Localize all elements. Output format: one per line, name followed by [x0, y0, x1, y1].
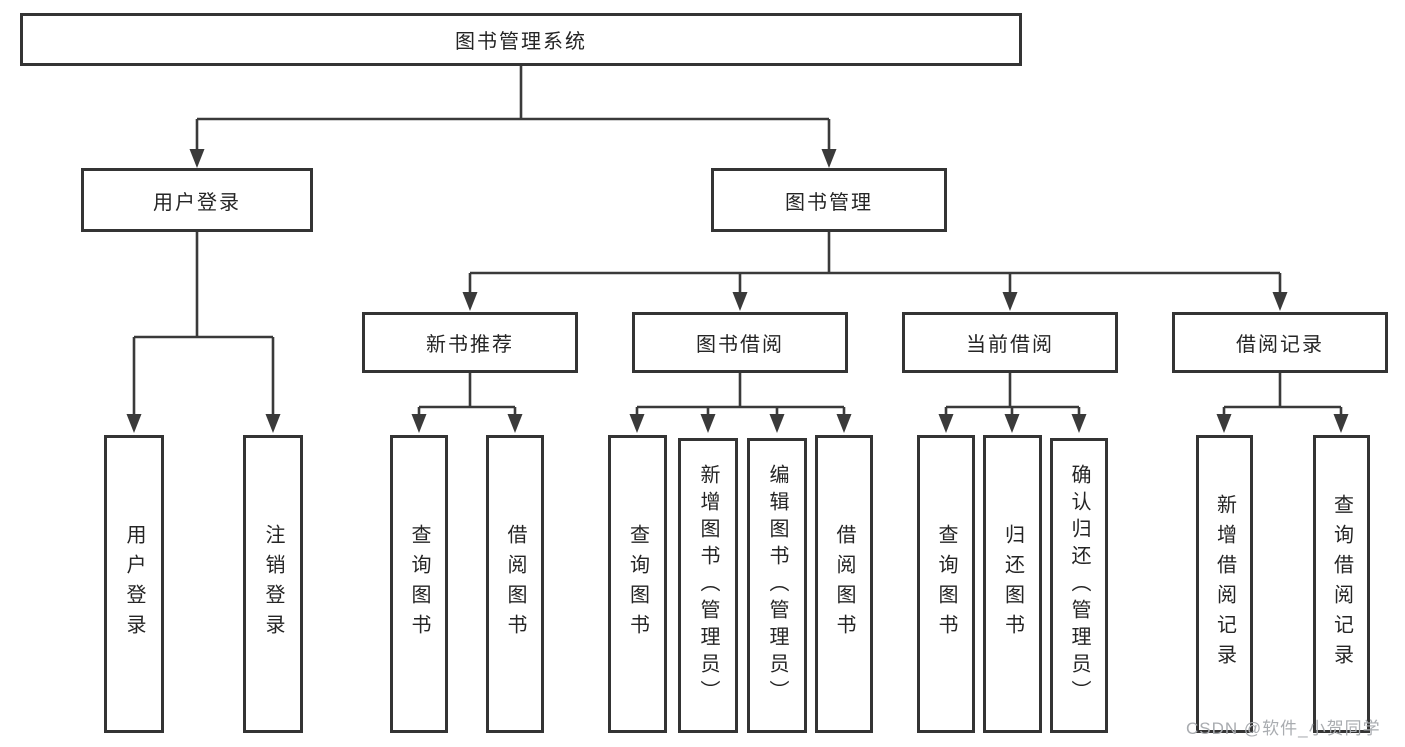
- leaf-borrow-book: 借阅图书: [815, 435, 873, 733]
- node-new-book-recommend-label: 新书推荐: [426, 334, 514, 356]
- leaf-borrow-add-admin: 新增图书（管理员）: [678, 438, 738, 733]
- leaf-borrow-query: 查询图书: [608, 435, 667, 733]
- node-current-borrow-label: 当前借阅: [966, 334, 1054, 356]
- node-user-login-label: 用户登录: [153, 191, 241, 214]
- connector-book-borrow-children: [629, 373, 852, 433]
- leaf-logout: 注销登录: [243, 435, 303, 733]
- leaf-user-login: 用户登录: [104, 435, 164, 733]
- leaf-borrow-edit-admin-label: 编辑图书（管理员）: [766, 464, 788, 707]
- leaf-current-return-label: 归还图书: [1001, 524, 1024, 644]
- leaf-current-query: 查询图书: [917, 435, 975, 733]
- node-root-system: 图书管理系统: [20, 13, 1022, 66]
- csdn-watermark: CSDN @软件_小贺同学: [1186, 719, 1381, 738]
- node-current-borrow: 当前借阅: [902, 312, 1118, 373]
- leaf-newbook-borrow: 借阅图书: [486, 435, 544, 733]
- node-book-borrow: 图书借阅: [632, 312, 848, 373]
- node-user-login: 用户登录: [81, 168, 313, 232]
- node-root-system-label: 图书管理系统: [455, 31, 587, 53]
- leaf-record-query: 查询借阅记录: [1313, 435, 1370, 733]
- leaf-current-query-label: 查询图书: [935, 524, 957, 644]
- leaf-logout-label: 注销登录: [262, 524, 284, 644]
- connector-user-login-children: [126, 232, 281, 433]
- leaf-borrow-book-label: 借阅图书: [833, 524, 855, 644]
- leaf-record-add: 新增借阅记录: [1196, 435, 1253, 733]
- leaf-borrow-query-label: 查询图书: [626, 524, 649, 644]
- node-new-book-recommend: 新书推荐: [362, 312, 578, 373]
- node-book-management: 图书管理: [711, 168, 947, 232]
- leaf-confirm-return-admin-label: 确认归还（管理员）: [1068, 464, 1090, 707]
- node-book-borrow-label: 图书借阅: [696, 334, 784, 356]
- connector-borrow-records-children: [1216, 373, 1349, 433]
- leaf-record-query-label: 查询借阅记录: [1330, 494, 1353, 674]
- leaf-newbook-query-label: 查询图书: [408, 524, 430, 644]
- leaf-borrow-edit-admin: 编辑图书（管理员）: [747, 438, 807, 733]
- connector-new-book-children: [411, 373, 523, 433]
- leaf-newbook-borrow-label: 借阅图书: [504, 524, 526, 644]
- connector-current-borrow-children: [938, 373, 1087, 433]
- connector-book-mgmt-children: [462, 232, 1288, 311]
- leaf-current-return: 归还图书: [983, 435, 1042, 733]
- leaf-user-login-label: 用户登录: [123, 524, 145, 644]
- leaf-confirm-return-admin: 确认归还（管理员）: [1050, 438, 1108, 733]
- node-borrow-records-label: 借阅记录: [1236, 334, 1324, 356]
- connector-root-children: [189, 66, 837, 168]
- leaf-newbook-query: 查询图书: [390, 435, 448, 733]
- leaf-borrow-add-admin-label: 新增图书（管理员）: [697, 464, 719, 707]
- node-book-management-label: 图书管理: [785, 191, 873, 214]
- node-borrow-records: 借阅记录: [1172, 312, 1388, 373]
- leaf-record-add-label: 新增借阅记录: [1213, 494, 1236, 674]
